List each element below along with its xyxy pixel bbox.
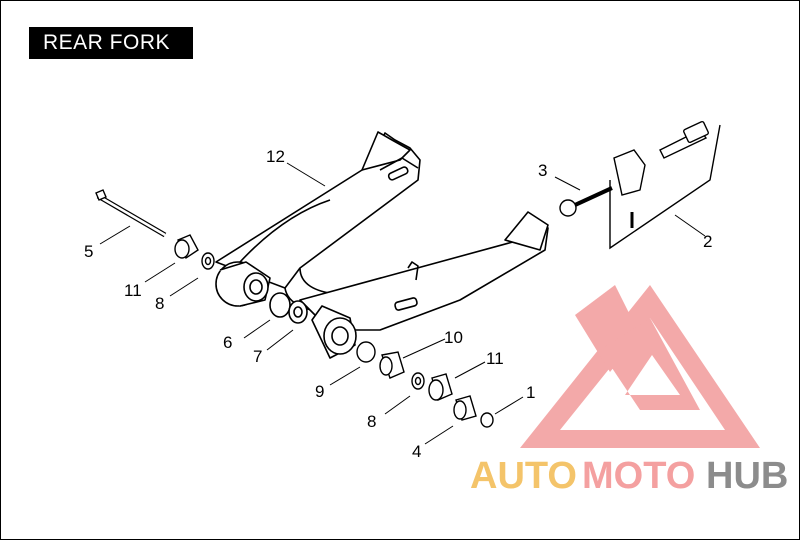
- callout-12: 12: [266, 147, 285, 166]
- nut-1: [480, 412, 494, 428]
- leader-lines: [99, 162, 706, 445]
- watermark-text: AUTO MOTO HUB: [470, 455, 788, 497]
- callout-11-right: 11: [486, 349, 504, 368]
- watermark-logo: [520, 285, 760, 448]
- callout-2: 2: [703, 232, 712, 251]
- callout-1: 1: [526, 383, 535, 402]
- callout-8-right: 8: [367, 412, 376, 431]
- washer-left: [201, 252, 215, 270]
- callout-10: 10: [444, 328, 463, 347]
- callout-3: 3: [538, 161, 547, 180]
- watermark-hub: HUB: [706, 455, 788, 497]
- cap-4: [453, 395, 477, 421]
- washer-right: [411, 372, 425, 390]
- callout-4: 4: [412, 442, 421, 461]
- diagram-title: REAR FORK: [29, 27, 193, 59]
- bearing-9: [356, 341, 376, 363]
- callout-11-left: 11: [124, 281, 142, 300]
- callout-9: 9: [315, 382, 324, 401]
- pivot-shaft: [95, 189, 167, 238]
- bolt-3: [559, 186, 613, 217]
- watermark-moto: MOTO: [582, 455, 695, 497]
- watermark-auto: AUTO: [470, 455, 577, 497]
- bushing-left: [174, 234, 199, 260]
- callout-6: 6: [223, 333, 232, 352]
- callout-8-left: 8: [155, 294, 164, 313]
- callout-7: 7: [253, 347, 262, 366]
- swing-arm: [215, 131, 549, 359]
- callout-5: 5: [84, 242, 93, 261]
- callout-labels: 12 3 2 5 11 8 6 7 9 10 8 11 4 1: [84, 147, 712, 461]
- spacer-10: [379, 351, 405, 379]
- part-2-assembly: [609, 120, 721, 250]
- bushing-right: [428, 373, 453, 401]
